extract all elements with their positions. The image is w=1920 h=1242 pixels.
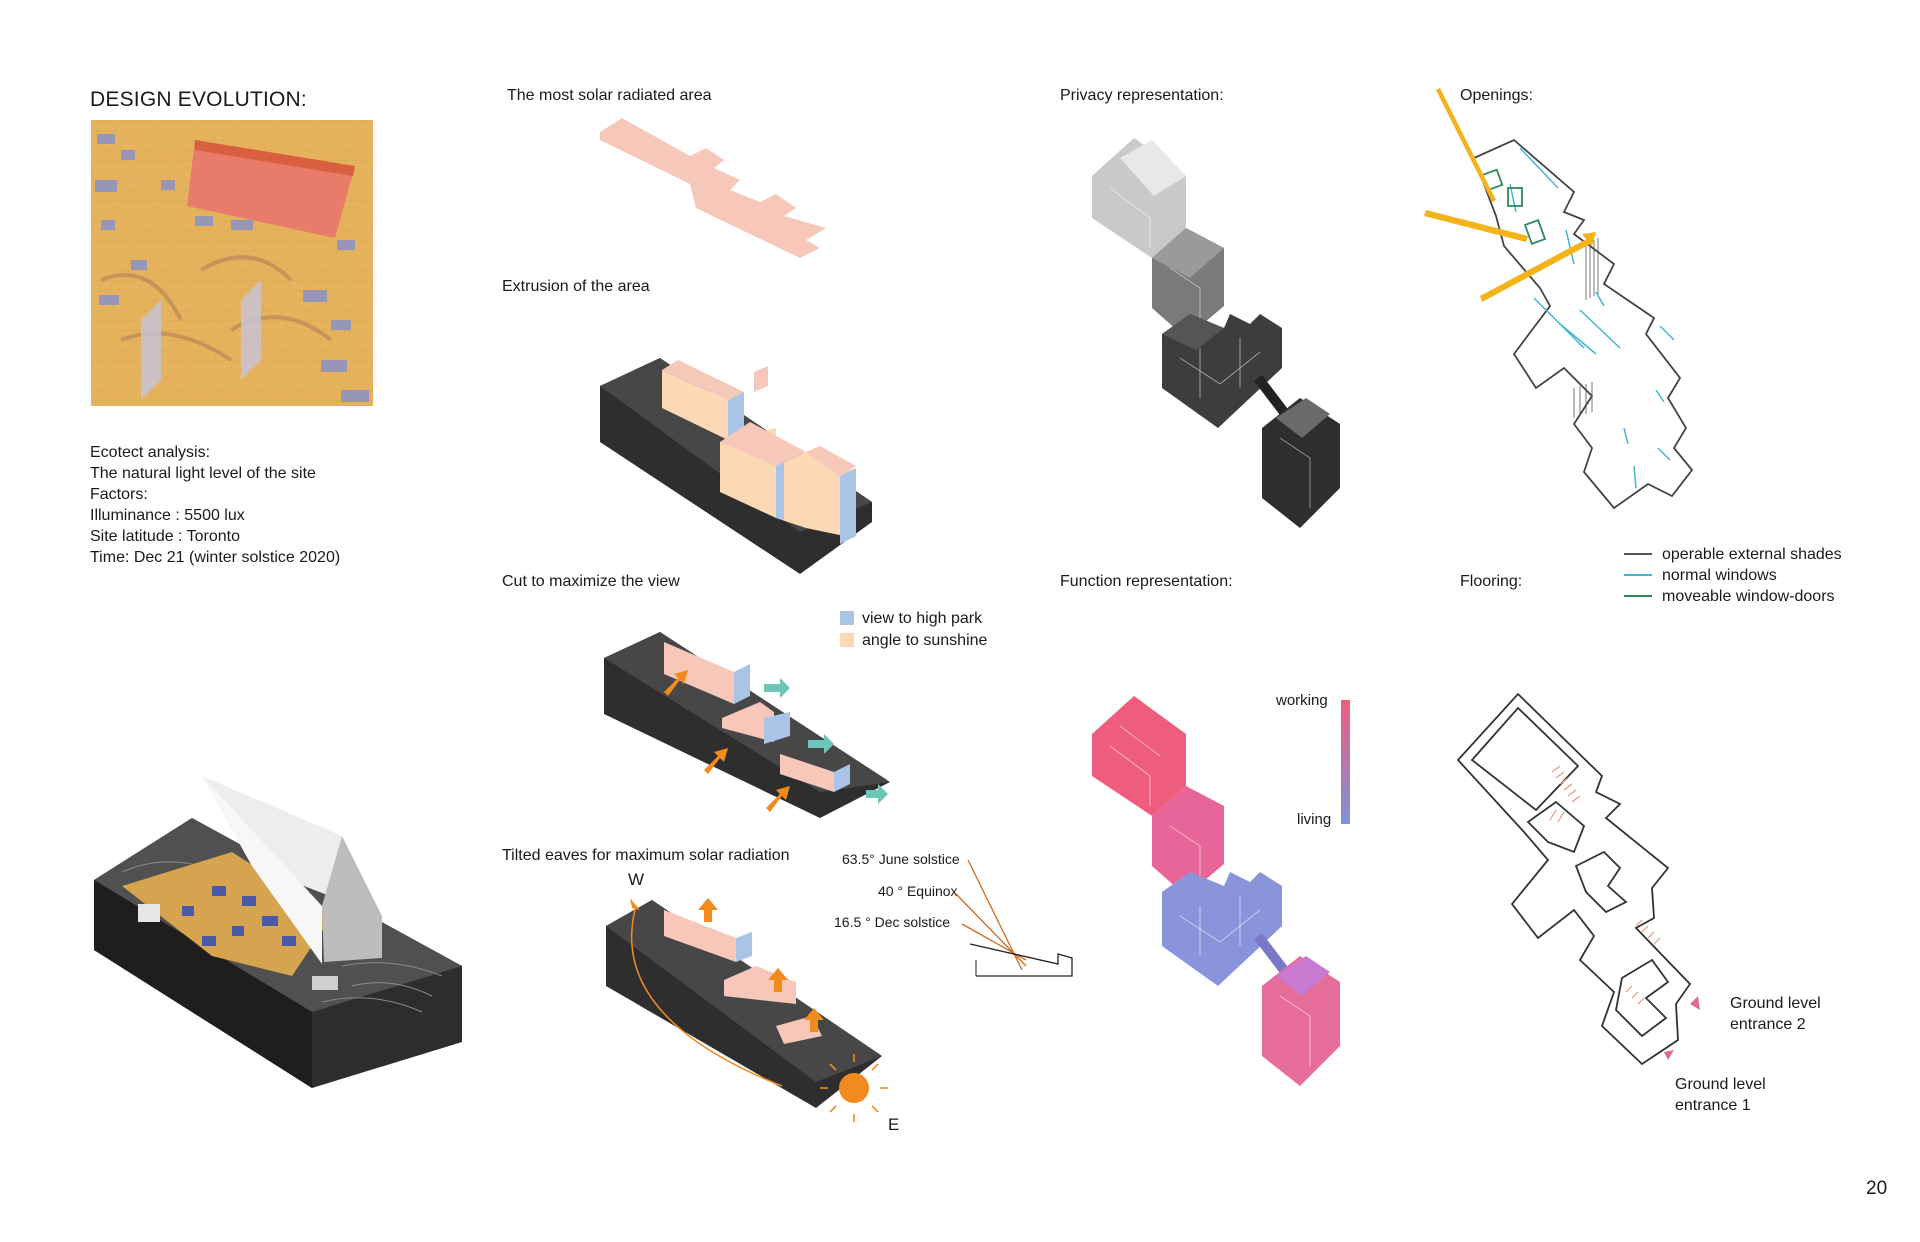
- angle-june: 63.5° June solstice: [842, 851, 960, 867]
- step3-label: Cut to maximize the view: [502, 573, 680, 590]
- cut-view-model: [604, 632, 890, 818]
- function-scale-bar: [1341, 700, 1350, 824]
- compass-east: E: [888, 1115, 900, 1134]
- analysis-line: Time: Dec 21 (winter solstice 2020): [90, 549, 341, 566]
- entrance2-line1: Ground level: [1730, 995, 1821, 1012]
- legend-windows-label: normal windows: [1662, 567, 1777, 584]
- step2-label: Extrusion of the area: [502, 278, 650, 295]
- analysis-line: Site latitude : Toronto: [90, 528, 241, 545]
- ecotect-analysis-text: Ecotect analysis: The natural light leve…: [90, 442, 340, 568]
- legend-shades: operable external shades: [1624, 544, 1842, 565]
- privacy-model: [1092, 138, 1340, 528]
- legend-doors-label: moveable window-doors: [1662, 588, 1835, 605]
- sun-angle-diagram: [955, 859, 1073, 977]
- analysis-line: Ecotect analysis:: [90, 444, 211, 461]
- legend-sun-label: angle to sunshine: [862, 632, 988, 649]
- openings-legend: operable external shades normal windows …: [1624, 544, 1842, 607]
- legend-sun: angle to sunshine: [840, 630, 987, 651]
- solar-area-shape: [600, 118, 826, 258]
- analysis-line: Factors:: [90, 486, 148, 503]
- function-model: [1092, 696, 1340, 1086]
- step4-label: Tilted eaves for maximum solar radiation: [502, 847, 790, 864]
- scale-living: living: [1297, 811, 1332, 828]
- privacy-label: Privacy representation:: [1060, 87, 1224, 104]
- legend-shades-label: operable external shades: [1662, 546, 1842, 563]
- angle-dec: 16.5 ° Dec solstice: [834, 914, 951, 930]
- entrance2-line2: entrance 2: [1730, 1016, 1806, 1033]
- tilted-eaves-model: [606, 898, 888, 1122]
- analysis-line: The natural light level of the site: [90, 465, 316, 482]
- ecotect-heatmap-image: [91, 120, 373, 406]
- extrusion-model: [600, 358, 872, 574]
- legend-windows: normal windows: [1624, 565, 1842, 586]
- openings-plan: [1424, 88, 1694, 510]
- site-model-axonometric: [94, 776, 462, 1088]
- door-line: [1624, 595, 1652, 597]
- entrance1-line2: entrance 1: [1675, 1097, 1751, 1114]
- entrance1-line1: Ground level: [1675, 1076, 1766, 1093]
- design-evolution-title: DESIGN EVOLUTION:: [90, 88, 307, 111]
- analysis-line: Illuminance : 5500 lux: [90, 507, 245, 524]
- legend-view-label: view to high park: [862, 610, 983, 627]
- legend-doors: moveable window-doors: [1624, 586, 1842, 607]
- angle-equinox: 40 ° Equinox: [878, 883, 958, 899]
- scale-working: working: [1276, 692, 1328, 709]
- window-line: [1624, 574, 1652, 576]
- legend-view: view to high park: [840, 608, 982, 629]
- flooring-label: Flooring:: [1460, 573, 1523, 590]
- step1-label: The most solar radiated area: [507, 87, 712, 104]
- view-swatch: [840, 611, 854, 625]
- sun-swatch: [840, 633, 854, 647]
- flooring-plan: [1456, 692, 1700, 1066]
- page-number: 20: [1866, 1178, 1888, 1199]
- openings-label: Openings:: [1460, 87, 1533, 104]
- shade-line: [1624, 553, 1652, 555]
- function-label: Function representation:: [1060, 573, 1233, 590]
- compass-west: W: [628, 870, 645, 889]
